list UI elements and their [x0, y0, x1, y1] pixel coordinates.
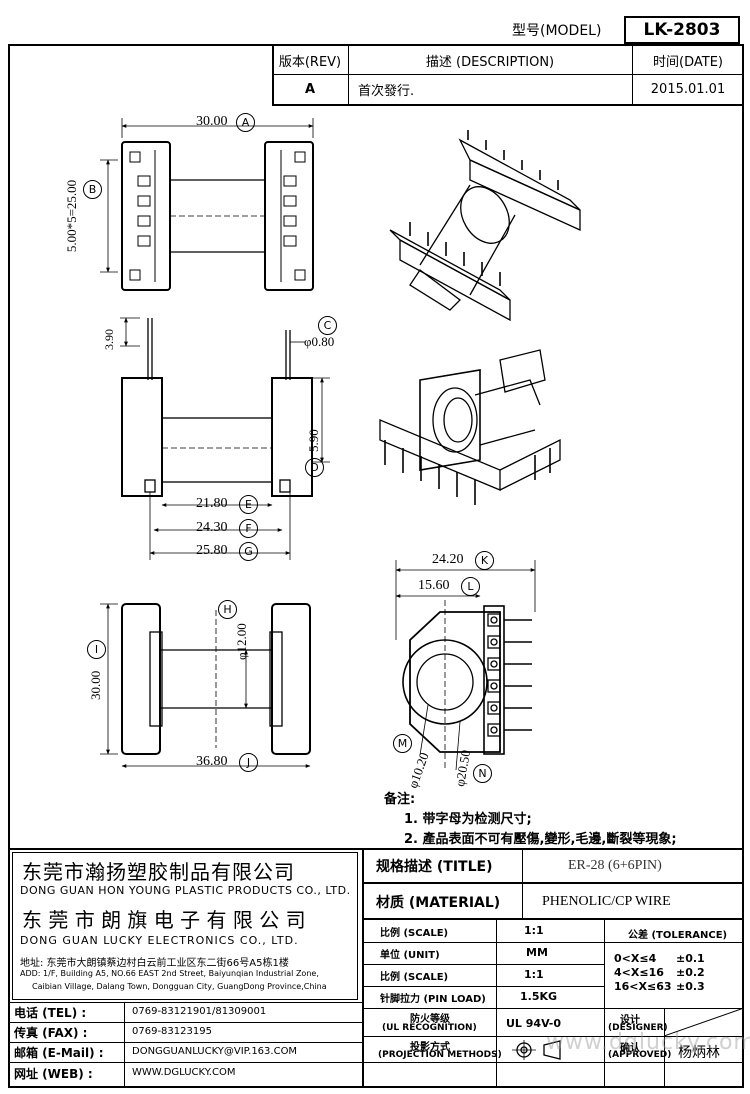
dim-f-tag: F [239, 519, 258, 538]
dim-m-tag: M [393, 734, 412, 753]
tolerance-value-2: ±0.2 [676, 966, 705, 979]
spec-title-label: 规格描述 (TITLE) [376, 859, 493, 875]
approved-label-1: 确认 [620, 1043, 640, 1054]
dim-k-tag: K [475, 551, 494, 570]
dim-b-tag: B [83, 180, 102, 199]
revision-desc-value: 首次發行. [358, 84, 415, 99]
revision-table: 版本(REV) 描述 (DESCRIPTION) 时间(DATE) A 首次發行… [272, 46, 744, 106]
projection-symbol-icon [512, 1040, 561, 1060]
spec-fire-label-2: (UL RECOGNITION) [382, 1023, 477, 1033]
designer-label-1: 设计 [620, 1015, 640, 1026]
dim-g-value: 25.80 [196, 543, 228, 558]
spec-unit-label: 单位 (UNIT) [380, 950, 440, 961]
dim-f-value: 24.30 [196, 520, 228, 535]
spec-unit-value: MM [526, 946, 548, 959]
note-item-1: 1. 带字母为检测尺寸; [404, 812, 532, 827]
dim-k-value: 24.20 [432, 552, 464, 567]
dim-b-value: 5.00*5=25.00 [64, 179, 80, 253]
front-view [120, 317, 330, 560]
spec-scale2-value: 1:1 [524, 968, 544, 981]
approved-value: 杨炳林 [678, 1045, 720, 1061]
contact-fax-value: 0769-83123195 [132, 1026, 212, 1037]
dim-e-value: 21.80 [196, 496, 228, 511]
dim-e-tag: E [239, 495, 258, 514]
revision-col-date: 时间(DATE) [653, 54, 723, 70]
dim-i-value: 30.00 [88, 670, 103, 700]
spec-scale-label: 比例 (SCALE) [380, 928, 449, 939]
revision-col-desc: 描述 (DESCRIPTION) [425, 54, 555, 70]
designer-label-2: (DESIGNER) [608, 1023, 668, 1033]
spec-fire-label-1: 防火等级 [410, 1014, 450, 1025]
dim-g-tag: G [239, 542, 258, 561]
company-name-2-cn: 东 莞 市 朗 旗 电 子 有 限 公 司 [22, 908, 306, 932]
contact-web-label: 网址 (WEB) : [14, 1067, 93, 1081]
revision-rev-value: A [304, 82, 316, 97]
technical-drawing [100, 118, 581, 771]
company-address-en-2: Caibian Village, Dalang Town, Dongguan C… [32, 982, 327, 991]
contact-tel-value: 0769-83121901/81309001 [132, 1006, 267, 1017]
dim-d-tag: D [305, 458, 324, 477]
contact-email-value: DONGGUANLUCKY@VIP.163.COM [132, 1046, 298, 1057]
spec-material-value: PHENOLIC/CP WIRE [542, 894, 671, 909]
contact-fax-label: 传真 (FAX) : [14, 1026, 88, 1040]
dim-a-tag: A [236, 113, 255, 132]
notes-title: 备注: [384, 792, 416, 807]
tolerance-value-1: ±0.1 [676, 952, 705, 965]
tolerance-range-1: 0<X≤4 [614, 952, 657, 965]
isometric-view-top [389, 130, 581, 322]
side-view [395, 560, 536, 771]
spec-pin-load-value: 1.5KG [520, 990, 558, 1003]
tolerance-range-2: 4<X≤16 [614, 966, 664, 979]
company-name-1-cn: 东莞市瀚扬塑胶制品有限公司 [22, 860, 295, 884]
dim-d-value: 5.90 [306, 429, 321, 452]
spec-material-label: 材质 (MATERIAL) [376, 895, 501, 911]
spec-pin-load-label: 针脚拉力 (PIN LOAD) [380, 994, 486, 1005]
dim-c-value: φ0.80 [304, 334, 335, 349]
dim-l-value: 15.60 [418, 578, 450, 593]
company-name-1-en: DONG GUAN HON YOUNG PLASTIC PRODUCTS CO.… [20, 884, 351, 897]
dim-h-tag: H [218, 600, 237, 619]
spec-title-value: ER-28 (6+6PIN) [568, 858, 662, 873]
watermark: www.dglucky.com [546, 1030, 750, 1055]
dim-n-tag: N [473, 764, 492, 783]
drawing-frame [8, 44, 744, 1088]
spec-fire-value: UL 94V-0 [506, 1017, 562, 1030]
company-address-en-1: ADD: 1/F, Building A5, NO.66 EAST 2nd St… [20, 969, 319, 978]
dim-h-value: φ12.00 [234, 623, 249, 660]
top-view [100, 118, 314, 291]
dim-pin-height: 3.90 [102, 329, 116, 350]
title-block: 东莞市瀚扬塑胶制品有限公司 DONG GUAN HON YOUNG PLASTI… [8, 848, 744, 1088]
tolerance-label: 公差 (TOLERANCE) [628, 930, 728, 941]
spec-scale2-label: 比例 (SCALE) [380, 972, 449, 983]
isometric-view-middle [379, 349, 561, 505]
dim-j-tag: J [239, 753, 258, 772]
approved-label-2: (APPROVED) [608, 1050, 672, 1060]
spec-projection-label-2: (PROJECTION METHODS) [378, 1050, 502, 1060]
dim-a-value: 30.00 [196, 114, 228, 129]
revision-col-rev: 版本(REV) [278, 54, 342, 70]
model-value: LK-2803 [643, 20, 721, 40]
bottom-view [100, 603, 311, 768]
tolerance-range-3: 16<X≤63 [614, 980, 672, 993]
dim-c-tag: C [318, 316, 337, 335]
contact-tel-label: 电话 (TEL) : [14, 1006, 87, 1020]
model-label: 型号(MODEL) [512, 23, 602, 39]
revision-date-value: 2015.01.01 [650, 82, 726, 97]
designer-slash [664, 1008, 744, 1036]
dim-i-tag: I [87, 640, 106, 659]
company-name-2-en: DONG GUAN LUCKY ELECTRONICS CO., LTD. [20, 934, 299, 947]
spec-projection-label-1: 投影方式 [410, 1042, 450, 1053]
dim-l-tag: L [461, 577, 480, 596]
model-value-box: LK-2803 [624, 16, 740, 44]
company-address-cn: 地址: 东莞市大朗镇蔡边村白云前工业区东二街66号A5栋1楼 [20, 958, 289, 969]
contact-email-label: 邮箱 (E-Mail) : [14, 1046, 104, 1060]
dim-j-value: 36.80 [196, 754, 228, 769]
tolerance-value-3: ±0.3 [676, 980, 705, 993]
note-item-2: 2. 產品表面不可有壓傷,變形,毛邊,斷裂等現象; [404, 832, 677, 847]
contact-web-value: WWW.DGLUCKY.COM [132, 1067, 236, 1078]
spec-scale-value: 1:1 [524, 924, 544, 937]
